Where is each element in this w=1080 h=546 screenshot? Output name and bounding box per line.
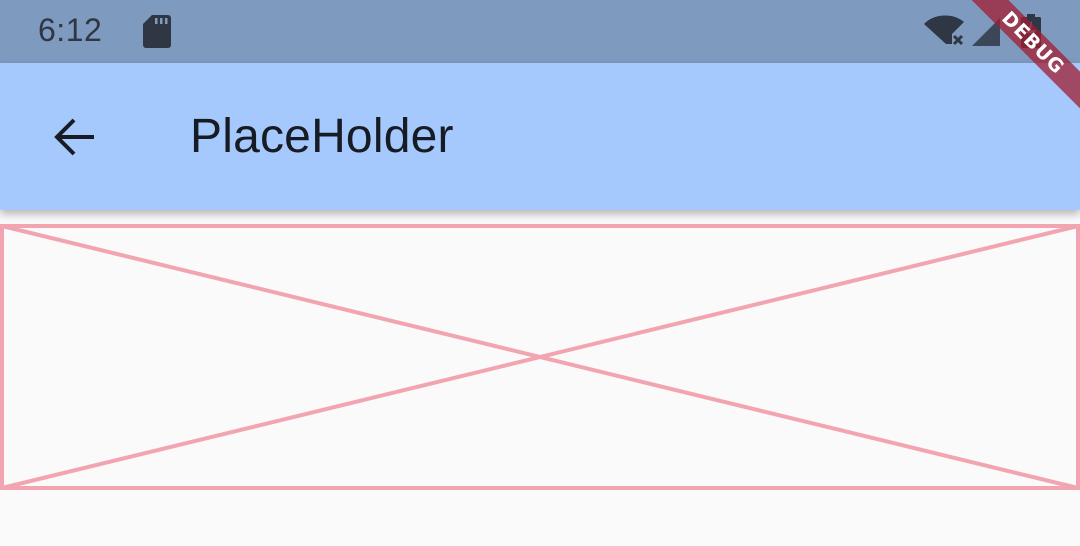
sd-card-icon: [143, 15, 171, 48]
status-time: 6:12: [38, 12, 103, 48]
app-bar: PlaceHolder: [0, 63, 1080, 210]
placeholder-box: [0, 224, 1080, 490]
signal-icon: [972, 18, 1000, 46]
battery-charging-icon: [1021, 14, 1041, 48]
status-bar: 6:12: [0, 0, 1080, 63]
back-button[interactable]: [35, 98, 113, 176]
arrow-back-icon: [54, 118, 94, 156]
wifi-off-icon: [924, 15, 964, 46]
page-title: PlaceHolder: [190, 110, 454, 163]
